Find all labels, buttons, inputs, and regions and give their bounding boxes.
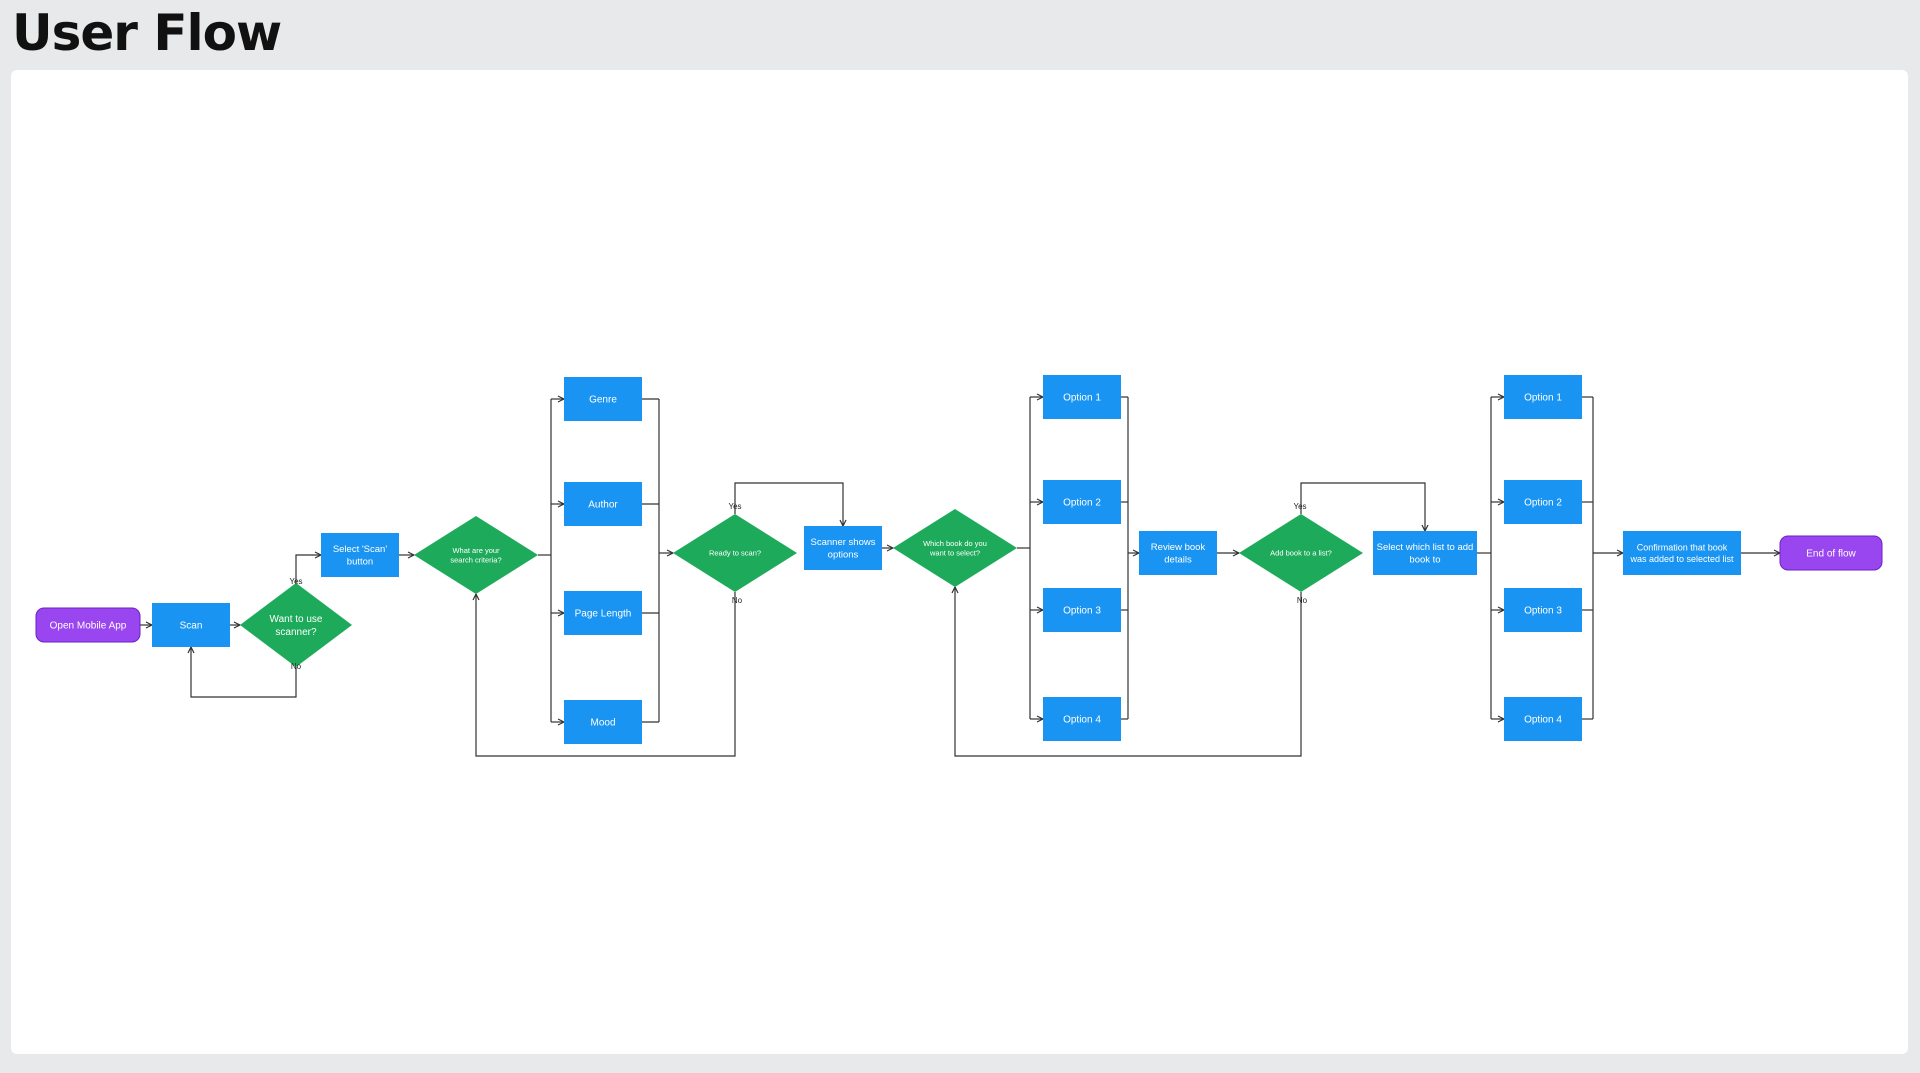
node-open-app[interactable]: Open Mobile App (35, 607, 141, 643)
node-scanner-options[interactable]: Scanner shows options (804, 526, 882, 570)
node-label: Want to use (270, 614, 323, 625)
process-shape (152, 603, 230, 647)
node-book-opt3[interactable]: Option 3 (1043, 588, 1121, 632)
edge-label-add-no: No (1297, 596, 1308, 605)
decision-shape (673, 514, 797, 592)
process-shape (1504, 697, 1582, 741)
process-shape (804, 526, 882, 570)
process-shape (1139, 531, 1217, 575)
node-list-opt2[interactable]: Option 2 (1504, 480, 1582, 524)
edge-label-add-yes: Yes (1293, 502, 1306, 511)
user-flow-diagram: Open Mobile App Scan Want to use scanner? Se… (35, 375, 1883, 757)
connector-line (1300, 482, 1425, 531)
connector-line (476, 592, 736, 757)
connector-line (191, 647, 297, 698)
process-shape (564, 482, 642, 526)
node-label: book to (1409, 555, 1440, 566)
node-label: Option 3 (1524, 606, 1562, 617)
process-shape (1043, 480, 1121, 524)
node-label: Option 2 (1063, 498, 1101, 509)
node-mood[interactable]: Mood (564, 700, 642, 744)
process-shape (1623, 531, 1741, 575)
page-title: User Flow (12, 4, 282, 62)
edge-label-want-yes: Yes (289, 577, 302, 586)
process-shape (1043, 375, 1121, 419)
node-ready-scan[interactable]: Ready to scan? (673, 514, 797, 592)
node-list-opt4[interactable]: Option 4 (1504, 697, 1582, 741)
node-label: End of flow (1806, 549, 1856, 560)
node-label: Option 2 (1524, 498, 1562, 509)
node-page-length[interactable]: Page Length (564, 591, 642, 635)
process-shape (1504, 588, 1582, 632)
node-book-opt2[interactable]: Option 2 (1043, 480, 1121, 524)
edge-label-ready-yes: Yes (728, 502, 741, 511)
node-label: options (828, 550, 859, 561)
node-label: Option 4 (1524, 715, 1562, 726)
node-label: Add book to a list? (1270, 549, 1332, 558)
node-add-list[interactable]: Add book to a list? (1239, 514, 1363, 592)
decision-shape (414, 516, 538, 594)
process-shape (564, 591, 642, 635)
process-shape (1043, 588, 1121, 632)
node-label: details (1164, 555, 1192, 566)
terminal-shape (1779, 535, 1883, 571)
node-label: Scan (180, 621, 203, 632)
decision-shape (240, 583, 352, 667)
node-label: Option 4 (1063, 715, 1101, 726)
node-label: was added to selected list (1629, 554, 1734, 564)
node-label: search criteria? (450, 556, 501, 565)
node-label: Author (588, 500, 618, 511)
node-label: Which book do you (923, 539, 987, 548)
connector-line (955, 587, 1302, 757)
node-list-opt1[interactable]: Option 1 (1504, 375, 1582, 419)
node-label: Genre (589, 395, 617, 406)
node-label: button (347, 557, 373, 568)
node-label: Option 1 (1063, 393, 1101, 404)
decision-shape (893, 509, 1017, 587)
process-shape (564, 700, 642, 744)
node-list-opt3[interactable]: Option 3 (1504, 588, 1582, 632)
node-label: Scanner shows (811, 537, 876, 548)
node-label: Option 1 (1524, 393, 1562, 404)
terminal-shape (35, 607, 141, 643)
node-label: Select 'Scan' (333, 544, 388, 555)
diagram-canvas[interactable]: Open Mobile App Scan Want to use scanner? Se… (11, 70, 1908, 1054)
node-label: Ready to scan? (709, 549, 761, 558)
node-label: Open Mobile App (50, 621, 127, 632)
node-select-scan[interactable]: Select 'Scan' button (321, 533, 399, 577)
node-scan[interactable]: Scan (152, 603, 230, 647)
node-label: want to select? (929, 549, 980, 558)
decision-shape (1239, 514, 1363, 592)
node-label: What are your (452, 546, 500, 555)
node-book-opt1[interactable]: Option 1 (1043, 375, 1121, 419)
node-label: Mood (590, 718, 615, 729)
node-label: Confirmation that book (1637, 542, 1728, 552)
process-shape (1504, 375, 1582, 419)
node-author[interactable]: Author (564, 482, 642, 526)
node-select-list[interactable]: Select which list to add book to (1373, 531, 1477, 575)
node-genre[interactable]: Genre (564, 377, 642, 421)
connector-line (295, 555, 321, 583)
node-label: Select which list to add (1377, 542, 1474, 553)
node-book-opt4[interactable]: Option 4 (1043, 697, 1121, 741)
edge-label-ready-no: No (732, 596, 743, 605)
connector-line (734, 482, 843, 526)
process-shape (1504, 480, 1582, 524)
edge-label-want-no: No (291, 662, 302, 671)
node-label: Page Length (575, 609, 632, 620)
process-shape (564, 377, 642, 421)
node-label: scanner? (275, 627, 317, 638)
node-review[interactable]: Review book details (1139, 531, 1217, 575)
process-shape (321, 533, 399, 577)
process-shape (1373, 531, 1477, 575)
node-confirmation[interactable]: Confirmation that book was added to selec… (1623, 531, 1741, 575)
node-want-scanner[interactable]: Want to use scanner? (240, 583, 352, 667)
node-label: Review book (1151, 542, 1206, 553)
process-shape (1043, 697, 1121, 741)
node-end[interactable]: End of flow (1779, 535, 1883, 571)
node-label: Option 3 (1063, 606, 1101, 617)
